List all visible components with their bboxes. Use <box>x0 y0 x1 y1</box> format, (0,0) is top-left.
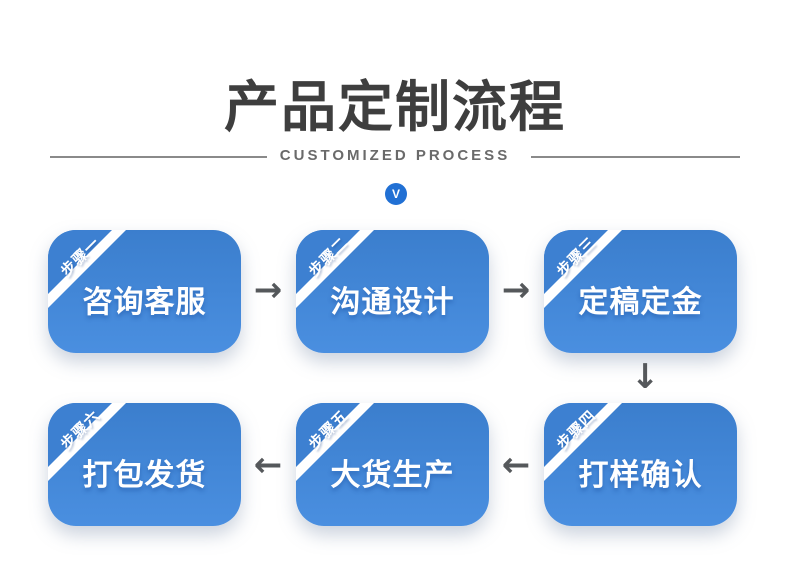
step-card-6: 步骤六 打包发货 <box>48 403 241 526</box>
step-title: 定稿定金 <box>578 286 703 319</box>
step-card-1: 步骤一 咨询客服 <box>48 230 241 353</box>
arrow-left-icon: ← <box>253 445 283 485</box>
step-title: 沟通设计 <box>330 286 455 319</box>
step-card-2: 步骤二 沟通设计 <box>296 230 489 353</box>
arrow-left-icon: ← <box>501 445 531 485</box>
subtitle-divider-right <box>531 156 740 158</box>
step-title: 咨询客服 <box>82 286 207 319</box>
arrow-down-icon: ↓ <box>630 357 660 397</box>
v-badge-icon: V <box>385 183 407 205</box>
arrow-right-icon: → <box>253 270 283 310</box>
step-title: 打样确认 <box>578 459 703 492</box>
step-card-5: 步骤五 大货生产 <box>296 403 489 526</box>
step-title: 打包发货 <box>82 459 207 492</box>
subtitle-divider-left <box>50 156 267 158</box>
page-title: 产品定制流程 <box>223 76 566 138</box>
page-subtitle: CUSTOMIZED PROCESS <box>279 147 511 164</box>
step-card-3: 步骤三 定稿定金 <box>544 230 737 353</box>
step-title: 大货生产 <box>330 459 455 492</box>
arrow-right-icon: → <box>501 270 531 310</box>
step-card-4: 步骤四 打样确认 <box>544 403 737 526</box>
